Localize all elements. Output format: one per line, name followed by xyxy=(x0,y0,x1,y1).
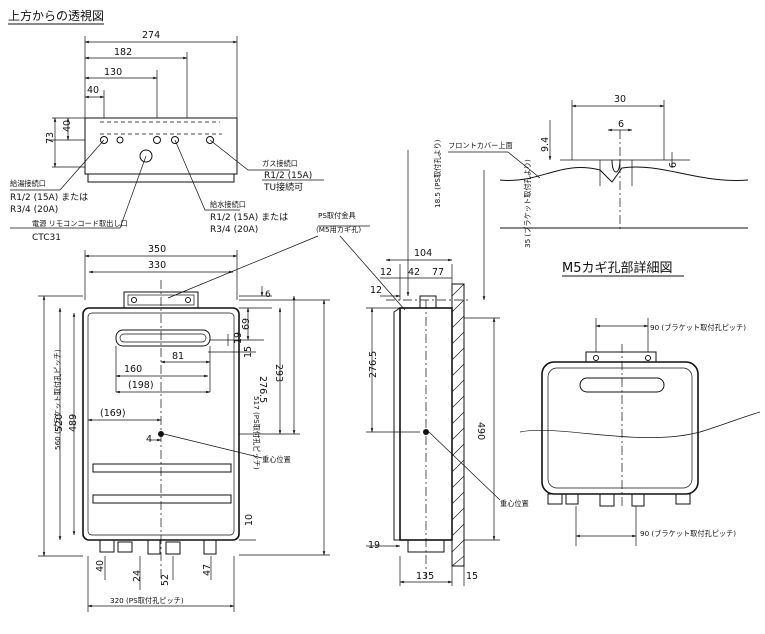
dim-bottom-40: 40 xyxy=(95,560,106,572)
dim-15: 15 xyxy=(243,346,254,358)
m5-detail-view: 30 6 9.4 6 フロントカバー上面 M5カギ孔部詳細図 xyxy=(448,94,749,277)
dim-77: 77 xyxy=(432,267,444,278)
dim-10: 10 xyxy=(244,514,255,526)
dim-40-v: 40 xyxy=(62,120,73,132)
dim-182: 182 xyxy=(114,47,132,58)
dim-30: 30 xyxy=(614,94,626,105)
dim-520: 520 xyxy=(54,414,65,432)
dim-12-b: 12 xyxy=(370,285,382,296)
dim-18-5: 18.5 (PS取付孔より) xyxy=(433,139,442,208)
dim-81: 81 xyxy=(172,351,184,362)
dim-m5-6b: 6 xyxy=(668,162,679,168)
cold-connection-label: 給水接続口 xyxy=(210,200,246,209)
dim-4: 4 xyxy=(146,434,152,445)
dim-560: 560 (ブラケット取付孔ピッチ) xyxy=(53,349,62,450)
dim-320: 320 (PS取付孔ピッチ) xyxy=(110,596,184,605)
dim-15-side: 15 xyxy=(466,571,478,582)
hot-spec-2: R3/4 (20A) xyxy=(10,205,58,215)
dim-274: 274 xyxy=(142,30,160,41)
rear-view: 90 (ブラケット取付孔ピッチ) 90 (ブラケット取付孔ピッチ) xyxy=(519,318,761,546)
side-view: 重心位置 104 12 42 77 12 18.5 (PS取付孔より) 35 (… xyxy=(366,139,532,586)
dim-160: 160 xyxy=(124,364,142,375)
m5-detail-title: M5カギ孔部詳細図 xyxy=(562,260,673,276)
top-view-title-text: 上方からの透視図 xyxy=(8,8,104,23)
dim-35: 35 (ブラケット取付孔より) xyxy=(523,159,532,248)
dim-bottom-52: 52 xyxy=(160,574,171,586)
dim-40: 40 xyxy=(87,85,99,96)
dim-293: 293 xyxy=(273,364,284,382)
cold-spec-1: R1/2 (15A) または xyxy=(210,212,288,223)
dim-19: 19 xyxy=(233,332,244,344)
dim-19-side: 19 xyxy=(368,540,380,551)
dim-104: 104 xyxy=(414,248,432,259)
cold-spec-2: R3/4 (20A) xyxy=(210,225,258,235)
side-center-label: 重心位置 xyxy=(500,499,529,508)
dim-350: 350 xyxy=(148,244,166,255)
gas-spec: R1/2 (15A) xyxy=(264,171,312,181)
dim-130: 130 xyxy=(104,67,122,78)
ctc-label: CTC31 xyxy=(32,233,61,243)
gas-connection-label: ガス接続口 xyxy=(262,159,298,168)
top-view-title: 上方からの透視図 xyxy=(8,8,104,25)
dim-73: 73 xyxy=(45,132,56,144)
dim-12-a: 12 xyxy=(380,267,392,278)
dim-m5-6a: 6 xyxy=(618,119,624,130)
dim-9-4: 9.4 xyxy=(540,137,551,152)
dim-198: (198) xyxy=(128,380,154,391)
ps-hole-label: (M5用カギ孔) xyxy=(316,225,361,234)
dim-bottom-24: 24 xyxy=(132,570,143,582)
ps-bracket-label: PS取付金具 xyxy=(318,211,356,220)
dim-69: 69 xyxy=(241,318,252,330)
dim-bottom-47: 47 xyxy=(202,564,213,576)
dim-489: 489 xyxy=(68,414,79,432)
dim-330: 330 xyxy=(148,260,166,271)
wall-hatch xyxy=(451,283,465,567)
dim-135: 135 xyxy=(416,571,434,582)
power-outlet-label: 電源 リモコンコード取出し口 xyxy=(32,219,128,228)
dim-side-276-5: 276.5 xyxy=(368,351,379,378)
dim-490: 490 xyxy=(475,422,486,440)
hot-spec-1: R1/2 (15A) または xyxy=(10,192,88,203)
front-view: 350 330 重心位置 PS取付金具 (M5用カギ孔) 6 xyxy=(38,211,406,612)
dim-169: (169) xyxy=(100,408,126,419)
dim-517: 517 (PS取付孔ピッチ) xyxy=(252,396,261,470)
front-cover-label: フロントカバー上面 xyxy=(448,141,513,150)
hot-connection-label: 給湯接続口 xyxy=(10,179,46,188)
dim-bottom-90: 90 (ブラケット取付孔ピッチ) xyxy=(640,529,736,538)
dim-top-90: 90 (ブラケット取付孔ピッチ) xyxy=(650,323,746,332)
front-center-label: 重心位置 xyxy=(262,455,291,464)
dim-6: 6 xyxy=(265,290,271,300)
dim-276-5: 276.5 xyxy=(257,376,268,403)
top-view: 274 182 130 40 73 40 ガス接続口 R1/2 (15A) TU… xyxy=(10,30,324,243)
gas-tu: TU接続可 xyxy=(263,181,303,193)
dim-42: 42 xyxy=(408,267,420,278)
